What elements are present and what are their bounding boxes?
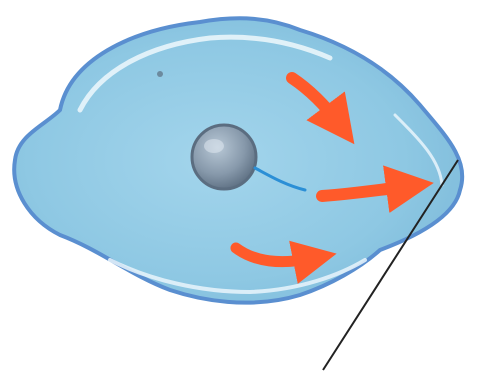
granule: [157, 71, 163, 77]
nucleus-highlight: [204, 139, 224, 153]
nucleus: [192, 125, 256, 189]
